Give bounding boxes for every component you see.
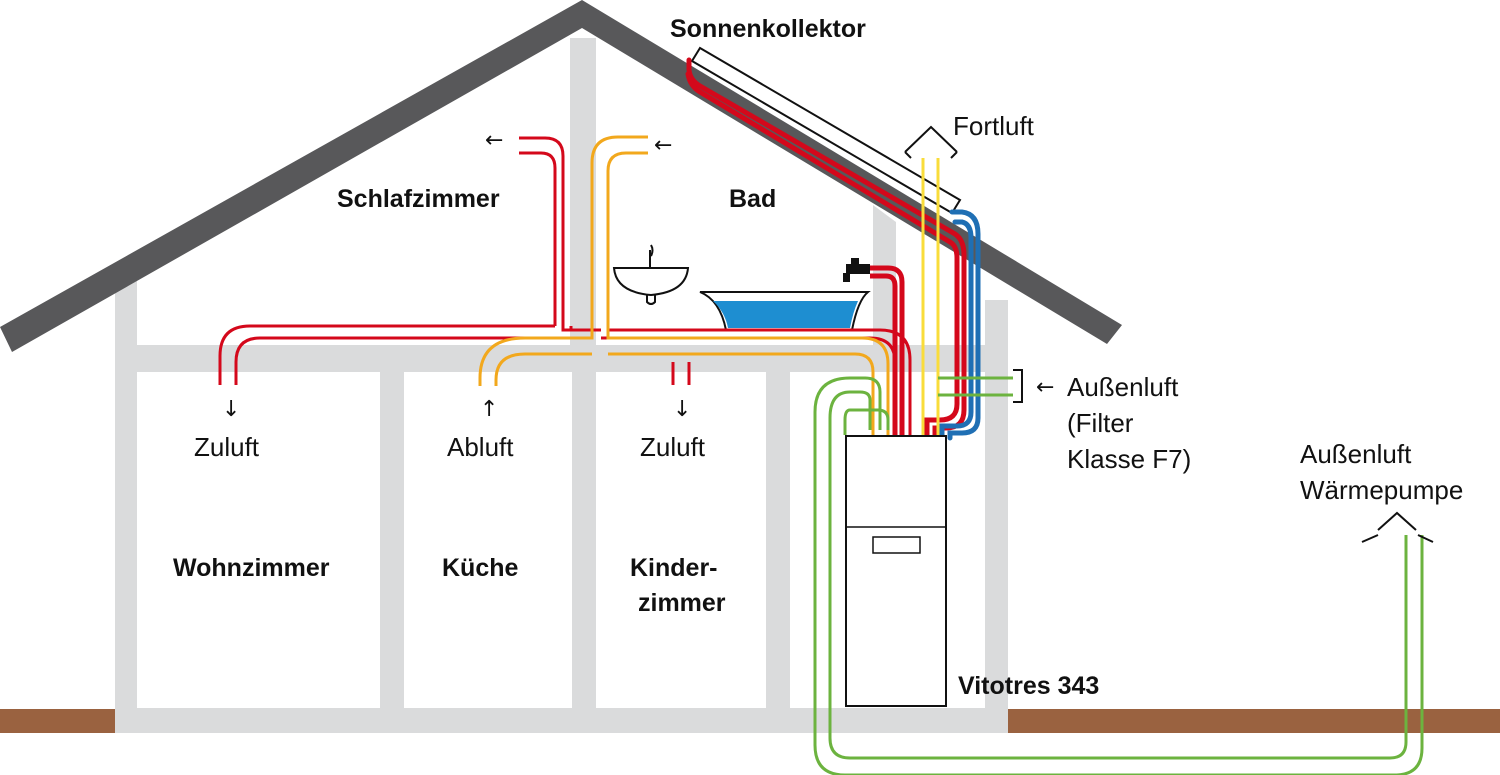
label-waermepumpe: Wärmepumpe <box>1300 475 1463 505</box>
label-kinderzimmer-2: zimmer <box>638 589 726 617</box>
house-frame <box>115 38 1008 733</box>
label-filter: (Filter <box>1067 408 1134 438</box>
exhaust-air-duct <box>921 158 940 435</box>
vitotres-unit <box>845 435 947 707</box>
label-schlafzimmer: Schlafzimmer <box>337 185 500 213</box>
outdoor-air-grille <box>1013 369 1023 403</box>
roof <box>0 0 1122 352</box>
label-aussenluft-waermepumpe: Außenluft <box>1300 439 1412 469</box>
label-abluft: Abluft <box>447 432 514 462</box>
arrow-left-icon: ← <box>485 128 503 153</box>
label-fortluft: Fortluft <box>953 111 1035 141</box>
arrow-up-icon: ↑ <box>480 397 498 422</box>
label-filter-klasse: Klasse F7) <box>1067 444 1191 474</box>
arrow-down-icon: ↓ <box>673 397 691 422</box>
label-sonnenkollektor: Sonnenkollektor <box>670 15 866 43</box>
tap <box>843 258 870 282</box>
extract-air-duct <box>478 135 890 435</box>
arrow-left-icon: ← <box>654 133 672 158</box>
label-wohnzimmer: Wohnzimmer <box>173 554 330 582</box>
arrow-down-icon: ↓ <box>222 397 240 422</box>
supply-air-duct <box>218 136 912 435</box>
ground <box>0 709 1500 733</box>
solar-return-pipe <box>939 209 981 441</box>
label-zuluft-kinderzimmer: Zuluft <box>640 432 706 462</box>
outdoor-air-duct <box>813 376 1424 775</box>
label-kinderzimmer: Kinder- <box>630 554 718 582</box>
heat-pump-intake <box>1361 511 1434 543</box>
label-bad: Bad <box>729 185 776 213</box>
label-vitotres: Vitotres 343 <box>958 672 1099 700</box>
arrow-left-icon: ← <box>1036 375 1054 400</box>
label-zuluft-wohnzimmer: Zuluft <box>194 432 260 462</box>
bathtub <box>699 291 871 331</box>
label-kueche: Küche <box>442 554 519 582</box>
washbasin <box>612 244 690 305</box>
hot-water-pipe <box>870 265 905 435</box>
exhaust-hood <box>904 125 958 159</box>
label-aussenluft: Außenluft <box>1067 372 1179 402</box>
